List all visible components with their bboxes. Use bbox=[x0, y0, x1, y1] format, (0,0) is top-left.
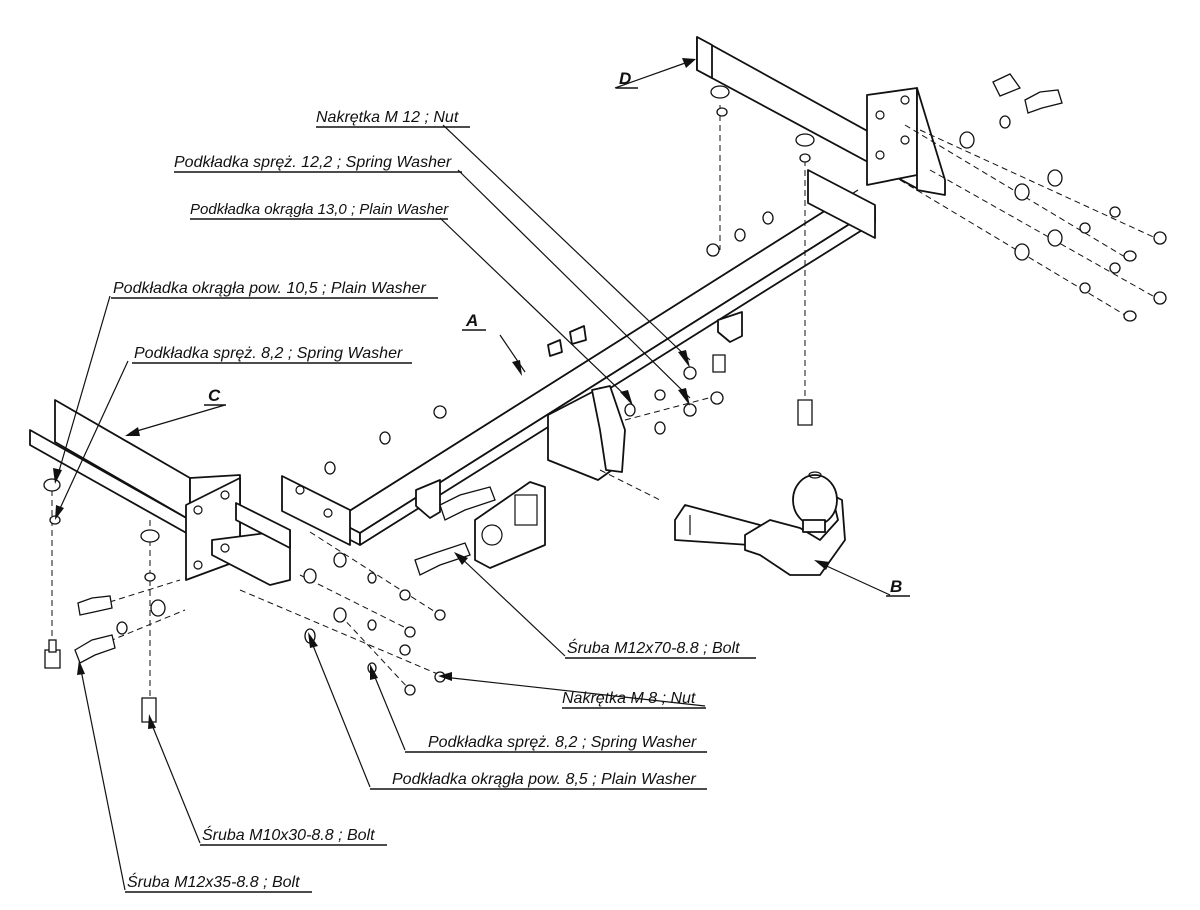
label-plain-washer-13: Podkładka okrągła 13,0 ; Plain Washer bbox=[190, 201, 449, 218]
part-letter-c: C bbox=[208, 386, 221, 405]
bracket-c bbox=[29, 399, 291, 586]
socket-plate bbox=[474, 481, 546, 569]
crossbar-a bbox=[281, 169, 876, 546]
leader-lines bbox=[53, 58, 891, 891]
bracket-d bbox=[696, 36, 946, 196]
label-underlines bbox=[111, 87, 910, 893]
label-bolt-m12x35: Śruba M12x35-8.8 ; Bolt bbox=[127, 872, 300, 891]
label-nut-m12: Nakrętka M 12 ; Nut bbox=[316, 109, 459, 126]
part-letter-a: A bbox=[465, 311, 478, 330]
part-letter-d: D bbox=[619, 69, 631, 88]
tow-ball-b bbox=[674, 471, 846, 576]
label-bolt-m10x30: Śruba M10x30-8.8 ; Bolt bbox=[202, 825, 375, 844]
label-spring-washer-12: Podkładka spręż. 12,2 ; Spring Washer bbox=[174, 154, 452, 171]
label-nut-m8: Nakrętka M 8 ; Nut bbox=[562, 690, 696, 707]
label-spring-washer-8-top: Podkładka spręż. 8,2 ; Spring Washer bbox=[134, 345, 403, 362]
label-plain-washer-10: Podkładka okrągła pow. 10,5 ; Plain Wash… bbox=[113, 280, 426, 297]
hardware-axes bbox=[51, 105, 1161, 700]
label-spring-washer-8-bottom: Podkładka spręż. 8,2 ; Spring Washer bbox=[428, 734, 697, 751]
part-letter-b: B bbox=[890, 577, 902, 596]
label-bolt-m12x70: Śruba M12x70-8.8 ; Bolt bbox=[567, 638, 740, 657]
labels: Nakrętka M 12 ; Nut Podkładka spręż. 12,… bbox=[113, 69, 902, 891]
label-plain-washer-8: Podkładka okrągła pow. 8,5 ; Plain Washe… bbox=[392, 771, 697, 788]
